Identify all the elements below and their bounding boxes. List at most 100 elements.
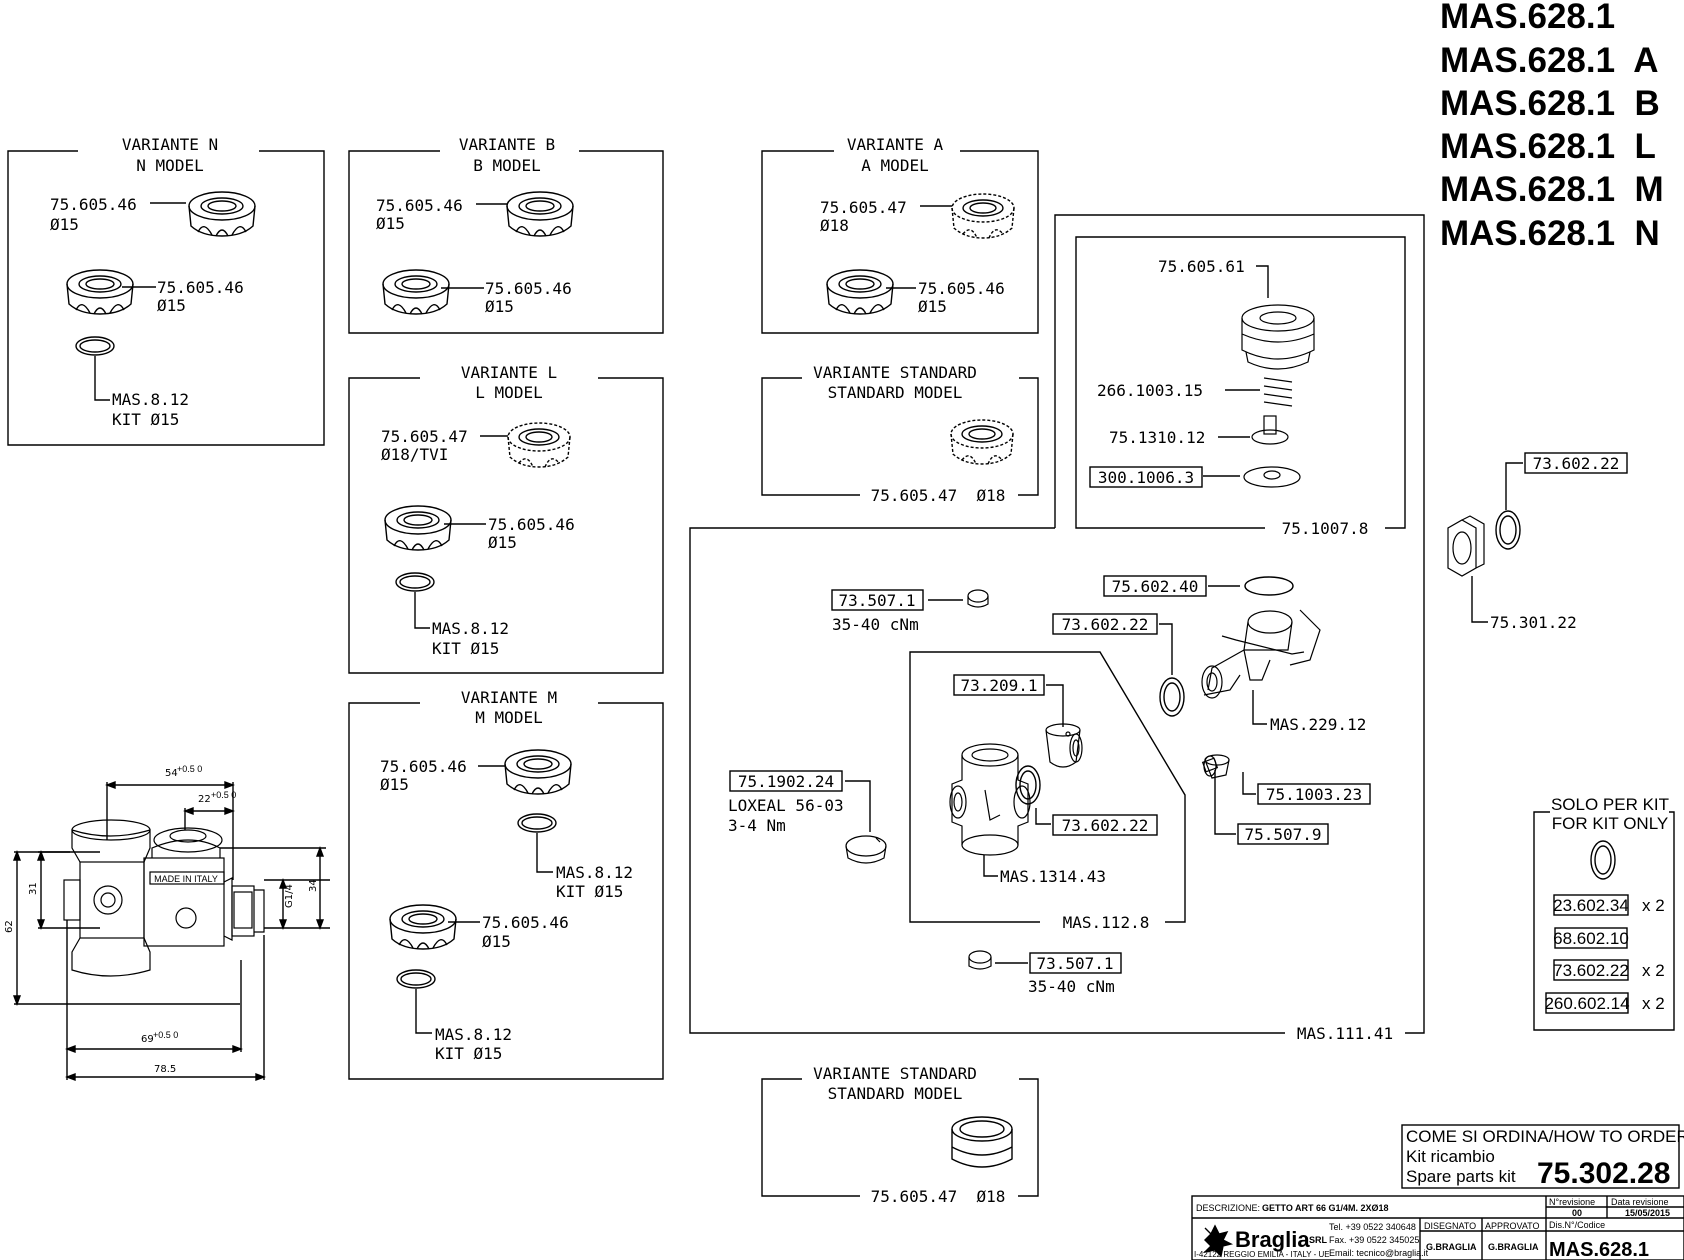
part-label-box (1103, 575, 1207, 597)
kit-item-code: 73.602.22 (1553, 961, 1629, 980)
side-parts: 73.602.22 75.301.22 (1447, 452, 1628, 632)
cap-nut-icon (951, 193, 1015, 239)
variant-standard-title: VARIANTE STANDARD (813, 363, 977, 382)
description-label: DESCRIZIONE: (1196, 1203, 1260, 1213)
cap-nut-icon (382, 269, 450, 315)
sub-assembly-code: MAS.112.8 (1063, 913, 1150, 932)
kit-item-qty: x 2 (1642, 961, 1665, 980)
part-label: MAS.8.12 (112, 390, 189, 409)
code-line-2: MAS.628.1 A (1440, 41, 1659, 80)
part-label: Ø15 (157, 296, 186, 315)
part-label-box (1052, 814, 1158, 836)
variant-l-subtitle: L MODEL (475, 383, 542, 402)
part-label: 75.605.46 (376, 196, 463, 215)
plug-screw-icon (845, 835, 887, 864)
company-email: Email: tecnico@braglia.it (1329, 1248, 1429, 1258)
code-line-1: MAS.628.1 (1440, 0, 1615, 36)
valve-side-view-icon (63, 819, 265, 977)
variant-standard-title: VARIANTE STANDARD (813, 1064, 977, 1083)
head-assembly: 75.1007.8 75.605.61 266.1003.15 75.1310.… (1075, 236, 1406, 538)
variant-n-title: VARIANTE N (122, 135, 218, 154)
drawing-number-label: Dis.N°/Codice (1549, 1220, 1605, 1230)
order-kit-code: 75.302.28 (1537, 1157, 1670, 1190)
part-label: 73.602.22 (1533, 454, 1620, 473)
order-kit-label-en: Spare parts kit (1406, 1167, 1516, 1186)
part-label: KIT Ø15 (435, 1044, 502, 1063)
code-line-4: MAS.628.1 L (1440, 127, 1656, 166)
part-label: 75.605.46 (485, 279, 572, 298)
part-label: 73.602.22 (1062, 615, 1149, 634)
part-label-box (1237, 823, 1329, 845)
variant-b-subtitle: B MODEL (473, 156, 540, 175)
dimension-g14: G1/4 (284, 884, 295, 908)
order-heading: COME SI ORDINA/HOW TO ORDER (1406, 1127, 1684, 1146)
part-label: 75.605.46 (157, 278, 244, 297)
part-label: 75.1003.23 (1266, 785, 1362, 804)
cap-nut-icon (188, 191, 256, 237)
part-label: 75.1902.24 (738, 772, 834, 791)
small-grub-icon (1201, 757, 1219, 773)
part-label: MAS.8.12 (432, 619, 509, 638)
part-label: 75.507.9 (1244, 825, 1321, 844)
part-label: 75.605.46 (380, 757, 467, 776)
part-label: KIT Ø15 (112, 410, 179, 429)
part-label: MAS.8.12 (435, 1025, 512, 1044)
variant-m-title: VARIANTE M (461, 688, 557, 707)
part-label: 75.605.46 (918, 279, 1005, 298)
cap-nut-icon (506, 191, 574, 237)
valve-insert-icon (1201, 609, 1321, 699)
kit-item-qty: x 2 (1642, 994, 1665, 1013)
part-label: 73.507.1 (1036, 954, 1113, 973)
made-in-italy-mark: MADE IN ITALY (154, 874, 218, 884)
part-label: 35-40 cNm (1028, 977, 1115, 996)
dimension-view: MADE IN ITALY 54 +0.5 0 22 +0.5 0 31 62 … (4, 764, 330, 1082)
plug-icon (968, 950, 992, 970)
part-label: 75.602.40 (1112, 577, 1199, 596)
cap-nut-icon (507, 422, 571, 468)
kit-item-qty: x 2 (1642, 896, 1665, 915)
part-label-box (831, 589, 924, 611)
dimension-69-tolerance: +0.5 0 (153, 1030, 178, 1040)
part-label: 75.605.61 (1158, 257, 1245, 276)
variant-l-title: VARIANTE L (461, 363, 557, 382)
part-label: Ø18/TVI (381, 445, 448, 464)
o-ring-icon (1495, 510, 1521, 550)
kit-title: SOLO PER KIT (1551, 795, 1669, 814)
kit-item-code: 260.602.14 (1544, 994, 1629, 1013)
part-label: 3-4 Nm (728, 816, 786, 835)
dimension-22-tolerance: +0.5 0 (211, 790, 236, 800)
brand-suffix: SRL (1309, 1235, 1328, 1245)
part-label-box (1089, 466, 1203, 488)
part-label-box (1052, 613, 1158, 635)
order-kit-label-it: Kit ricambio (1406, 1147, 1495, 1166)
o-ring-icon (75, 336, 115, 356)
dimension-54: 54 (165, 768, 178, 779)
part-label: 73.209.1 (960, 676, 1037, 695)
kit-only-panel: SOLO PER KIT FOR KIT ONLY 23.602.34 x 2 … (1533, 795, 1675, 1031)
variant-standard-panel: VARIANTE STANDARD STANDARD MODEL 75.605.… (761, 363, 1039, 505)
approved-value: G.BRAGLIA (1488, 1242, 1539, 1252)
part-label: 75.605.47 Ø18 (871, 1187, 1006, 1206)
variant-a-title: VARIANTE A (847, 135, 944, 154)
cap-nut-icon (384, 505, 452, 551)
head-assembly-code: 75.1007.8 (1282, 519, 1369, 538)
valve-body-icon (949, 743, 1031, 856)
variant-standard-subtitle: STANDARD MODEL (828, 1084, 963, 1103)
union-nut-icon (951, 1116, 1013, 1168)
o-ring-icon (517, 813, 557, 833)
revision-date-label: Data revisione (1611, 1197, 1669, 1207)
drawn-label: DISEGNATO (1424, 1221, 1476, 1231)
description-value: GETTO ART 66 G1/4M. 2XØ18 (1262, 1203, 1389, 1213)
o-ring-icon (1244, 576, 1294, 596)
part-label: LOXEAL 56-03 (728, 796, 844, 815)
variant-b-title: VARIANTE B (459, 135, 555, 154)
part-label: 266.1003.15 (1097, 381, 1203, 400)
part-label: Ø15 (380, 775, 409, 794)
dimension-69: 69 (141, 1034, 154, 1045)
variant-n-panel: VARIANTE N N MODEL 75.605.46 Ø15 75.605.… (7, 135, 325, 446)
cap-nut-icon (66, 269, 134, 315)
part-label: 75.605.47 (381, 427, 468, 446)
part-label-box (1524, 452, 1628, 474)
part-label: Ø15 (488, 533, 517, 552)
